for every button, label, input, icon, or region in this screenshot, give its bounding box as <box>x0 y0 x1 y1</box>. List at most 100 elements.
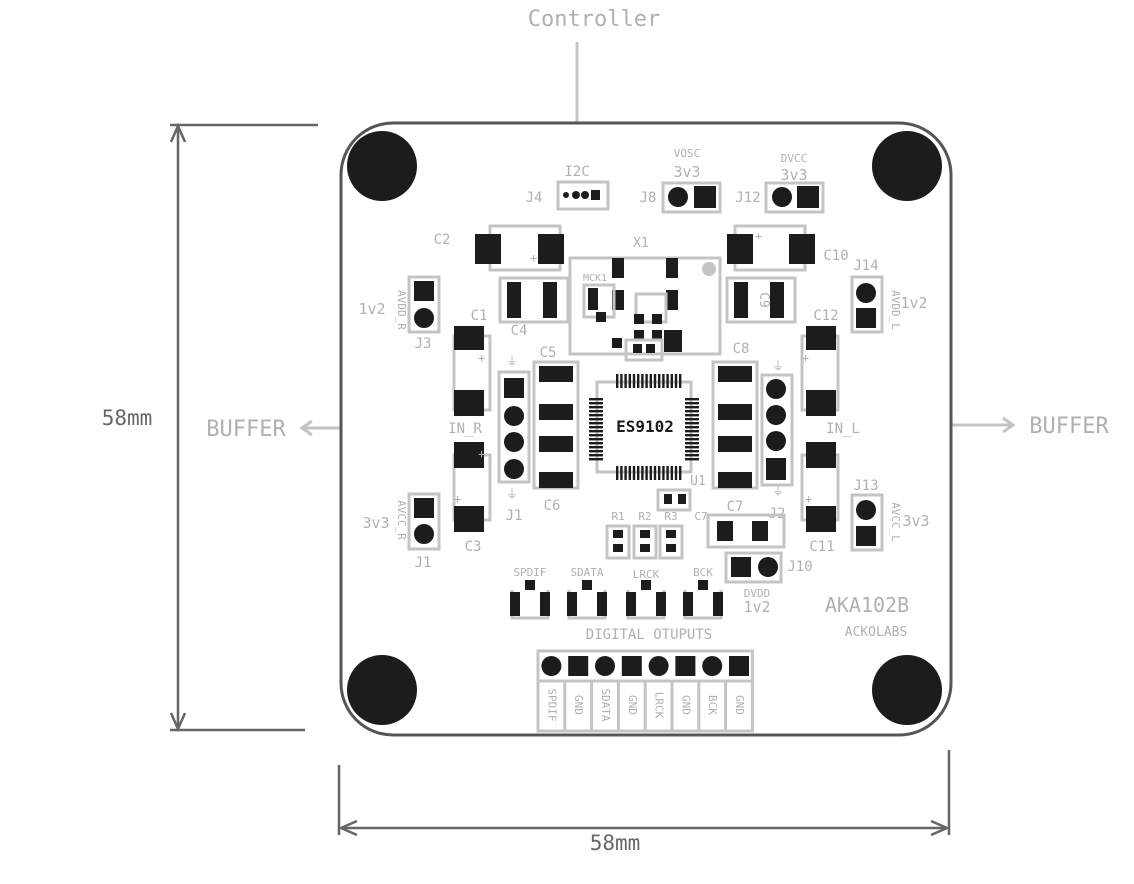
jumper-j3: 1v2 AVDD_R J3 <box>358 275 441 352</box>
header-pin-label: LRCK <box>653 692 666 719</box>
capacitor-c2: C2 + <box>434 224 564 272</box>
chip-label: ES9102 <box>616 417 674 436</box>
header-pin <box>595 656 615 676</box>
crystal-x1: X1 MCK1 <box>568 236 722 362</box>
dvcc-label: DVCC <box>781 152 808 165</box>
header-pin-label: GND <box>572 695 585 715</box>
c1-label: C1 <box>471 308 488 324</box>
avdd-r-label: AVDD_R <box>395 290 408 330</box>
jumper-j8: VOSC 3v3 J8 <box>640 147 722 214</box>
jumper-j12: DVCC 3v3 J12 <box>735 152 825 214</box>
c7b-label: C7 <box>694 510 707 523</box>
header-pin <box>675 656 696 676</box>
mounting-hole <box>872 131 942 201</box>
ground-symbol: ⏚ <box>506 354 518 368</box>
capacitor-c5: C5 <box>532 345 580 490</box>
jumper-j14: J14 AVDD_L 1v2 <box>850 258 928 334</box>
r1-label: R1 <box>611 510 624 523</box>
resistors: R1 R2 R3 <box>605 510 684 560</box>
capacitor-c3: + + C3 <box>452 442 492 555</box>
dvdd-label: DVDD <box>744 587 771 600</box>
i2c-label: I2C <box>564 164 589 180</box>
dvdd-voltage: 1v2 <box>743 598 770 616</box>
svg-text:+: + <box>478 351 485 365</box>
capacitor-c11: + C11 <box>800 442 840 555</box>
c9-label: C9 <box>756 292 771 308</box>
in-l-label: IN_L <box>826 421 860 437</box>
board-name: AKA102B <box>825 593 909 617</box>
svg-text:+: + <box>755 229 762 243</box>
ground-symbol: ⏚ <box>506 487 518 501</box>
c7-label: C7 <box>727 499 744 515</box>
j10-label: J10 <box>787 559 812 575</box>
c12-label: C12 <box>813 308 838 324</box>
jumper-j10: J10 DVDD 1v2 <box>724 551 813 616</box>
width-label: 58mm <box>590 831 641 855</box>
r3-label: R3 <box>664 510 677 523</box>
capacitor-c10: C10 + <box>727 224 849 272</box>
c11-label: C11 <box>809 539 834 555</box>
width-dimension: 58mm <box>337 750 951 855</box>
digital-outputs-label: DIGITAL OTUPUTS <box>586 627 712 643</box>
j12-label: J12 <box>735 190 760 206</box>
header-pin-label: GND <box>679 695 692 715</box>
header-pin <box>729 656 749 676</box>
svg-text:+: + <box>802 351 809 365</box>
mounting-hole <box>347 655 417 725</box>
u1-label: U1 <box>690 474 706 489</box>
capacitor-c1: C1 + <box>452 308 492 416</box>
r2-label: R2 <box>638 510 651 523</box>
c10-label: C10 <box>823 248 848 264</box>
c8-label: C8 <box>733 341 750 357</box>
avcc-r-voltage: 3v3 <box>362 514 389 532</box>
avcc-l-label: AVCC_L <box>889 502 902 542</box>
header-pin-label: SDATA <box>599 688 612 721</box>
header-pin-label: GND <box>733 695 746 715</box>
header-pin-label: GND <box>626 695 639 715</box>
header-pin <box>621 656 642 676</box>
svg-text:+: + <box>805 492 812 506</box>
dvcc-voltage: 3v3 <box>780 166 807 184</box>
output-testpoints: SPDIF SDATA LRCK BCK <box>510 566 723 620</box>
j1-left-label: J1 <box>415 555 432 571</box>
j4-label: J4 <box>526 190 543 206</box>
height-label: 58mm <box>102 406 153 430</box>
j3-label: J3 <box>415 336 432 352</box>
header-pin-label: BCK <box>706 695 719 715</box>
c3-label: C3 <box>465 539 482 555</box>
avcc-l-voltage: 3v3 <box>902 512 929 530</box>
height-dimension: 58mm <box>102 122 318 733</box>
j8-label: J8 <box>640 190 657 206</box>
j13-label: J13 <box>853 478 878 494</box>
avdd-l-voltage: 1v2 <box>900 294 927 312</box>
j1-input-label: J1 <box>506 508 523 524</box>
c6-label: C6 <box>544 498 561 514</box>
ground-symbol: ⏚ <box>772 484 784 498</box>
c4-label: C4 <box>511 323 528 339</box>
jumper-j1-input: ⏚ ⏚ J1 IN_R <box>448 354 531 524</box>
c2-label: C2 <box>434 232 451 248</box>
avdd-r-voltage: 1v2 <box>358 300 385 318</box>
avdd-l-label: AVDD_L <box>889 290 902 330</box>
bck-tp-label: BCK <box>693 566 713 579</box>
vosc-voltage: 3v3 <box>673 163 700 181</box>
capacitor-c8: C8 <box>711 341 759 490</box>
spdif-tp-label: SPDIF <box>513 566 546 579</box>
x1-label: X1 <box>633 236 649 251</box>
c5-label: C5 <box>540 345 557 361</box>
capacitor-c7b: C7 <box>694 510 786 549</box>
chip-u1: ES9102 U1 <box>589 374 706 489</box>
capacitor-c4: C4 <box>498 276 570 339</box>
ground-symbol: ⏚ <box>772 359 784 373</box>
sdata-tp-label: SDATA <box>570 566 603 579</box>
svg-text:+: + <box>530 251 537 265</box>
svg-text:+: + <box>454 492 461 506</box>
controller-annotation: Controller <box>528 7 660 160</box>
jumper-j1-avcc: 3v3 AVCC_R J1 <box>362 492 441 571</box>
header-pin <box>568 656 589 676</box>
board-maker: ACKOLABS <box>845 625 908 640</box>
buffer-right-label: BUFFER <box>1029 414 1109 439</box>
in-r-label: IN_R <box>448 421 482 437</box>
